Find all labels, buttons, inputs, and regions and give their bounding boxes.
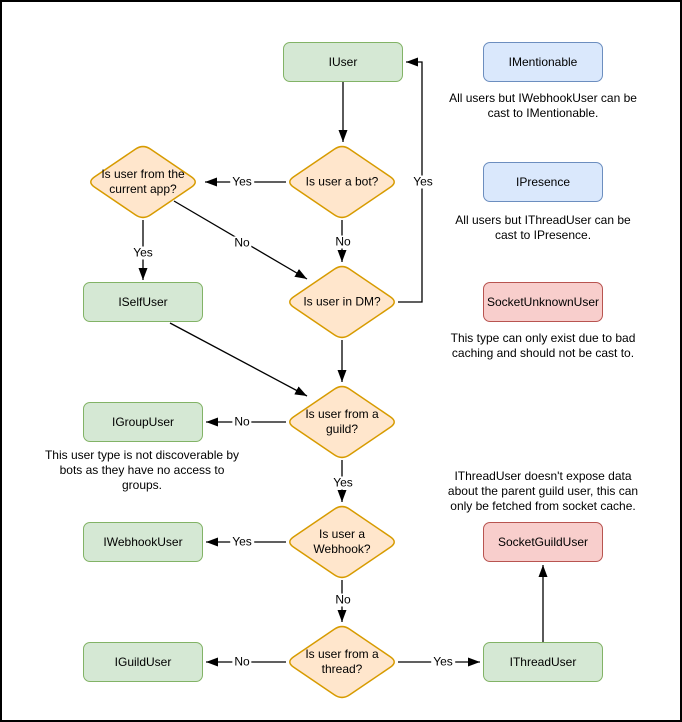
decision-guild-shape (289, 385, 395, 459)
caption-imentionable-line1: All users but IWebhookUser can be (449, 91, 637, 105)
caption-ipresence: All users but IThreadUser can be cast to… (455, 213, 630, 243)
node-imentionable: IMentionable (483, 42, 603, 82)
decision-thread-line1: Is user from a (305, 647, 379, 661)
edge-label-webhook-yes: Yes (230, 534, 254, 549)
node-socketunknownuser: SocketUnknownUser (483, 282, 603, 322)
decision-bot-shape (289, 145, 395, 219)
decision-current-app-line2: current app? (109, 182, 177, 196)
edge-label-current-app-yes: Yes (131, 245, 155, 260)
decision-thread-line2: thread? (321, 662, 363, 676)
decision-dm-shape (289, 265, 395, 339)
node-igroupuser: IGroupUser (83, 402, 203, 442)
decision-current-app-shape (90, 145, 196, 219)
decision-bot-label: Is user a bot? (306, 175, 379, 190)
caption-igroupuser-line3: groups. (121, 478, 163, 492)
decision-current-app-line1: Is user from the (101, 167, 185, 181)
edge-label-bot-no: No (333, 234, 353, 249)
decision-guild-label: Is user from a guild? (305, 407, 378, 437)
decision-thread-shape (289, 625, 395, 699)
edge-label-bot-yes: Yes (230, 174, 254, 189)
node-iuser: IUser (283, 42, 403, 82)
decision-webhook-shape (289, 505, 395, 579)
caption-imentionable-line2: cast to IMentionable. (487, 106, 599, 120)
caption-igroupuser-line1: This user type is not discoverable by (44, 448, 240, 462)
decision-webhook-line2: Webhook? (313, 542, 371, 556)
node-iguilduser: IGuildUser (83, 642, 203, 682)
decision-dm-line1: Is user in DM? (303, 294, 381, 309)
node-ipresence: IPresence (483, 162, 603, 202)
decision-webhook-label: Is user a Webhook? (313, 527, 370, 557)
caption-igroupuser-line2: bots as they have no access to (59, 463, 225, 477)
decision-bot-line1: Is user a bot? (305, 174, 379, 189)
decision-guild-line2: guild? (325, 422, 359, 436)
caption-igroupuser: This user type is not discoverable by bo… (45, 448, 239, 493)
decision-guild-line1: Is user from a (305, 407, 379, 421)
edge-label-guild-no: No (232, 414, 252, 429)
caption-ithreaduser-line1: IThreadUser doesn't expose data (454, 469, 632, 483)
caption-ithreaduser-line3: only be fetched from socket cache. (450, 499, 636, 513)
edge-iselfuser-to-guild (169, 322, 308, 397)
caption-ipresence-line1: All users but IThreadUser can be (455, 213, 631, 227)
edge-label-dm-yes: Yes (411, 174, 435, 189)
node-iwebhookuser: IWebhookUser (83, 522, 203, 562)
decision-thread-label: Is user from a thread? (305, 647, 378, 677)
edge-label-thread-no: No (232, 654, 252, 669)
node-iselfuser: ISelfUser (83, 282, 203, 322)
decision-webhook-line1: Is user a (318, 527, 366, 541)
caption-ithreaduser: IThreadUser doesn't expose data about th… (448, 469, 638, 514)
caption-socketunknownuser-line2: caching and should not be cast to. (451, 346, 635, 360)
edge-label-current-app-no: No (232, 235, 252, 250)
decision-dm-label: Is user in DM? (303, 295, 380, 310)
edge-label-webhook-no: No (333, 592, 353, 607)
caption-socketunknownuser-line1: This type can only exist due to bad (450, 331, 636, 345)
caption-ithreaduser-line2: about the parent guild user, this can (447, 484, 639, 498)
caption-socketunknownuser: This type can only exist due to bad cach… (451, 331, 636, 361)
edge-label-guild-yes: Yes (331, 475, 355, 490)
caption-ipresence-line2: cast to IPresence. (494, 228, 592, 242)
caption-imentionable: All users but IWebhookUser can be cast t… (449, 91, 637, 121)
decision-current-app-label: Is user from the current app? (101, 167, 184, 197)
edge-label-thread-yes: Yes (431, 654, 455, 669)
node-socketguilduser: SocketGuildUser (483, 522, 603, 562)
node-ithreaduser: IThreadUser (483, 642, 603, 682)
